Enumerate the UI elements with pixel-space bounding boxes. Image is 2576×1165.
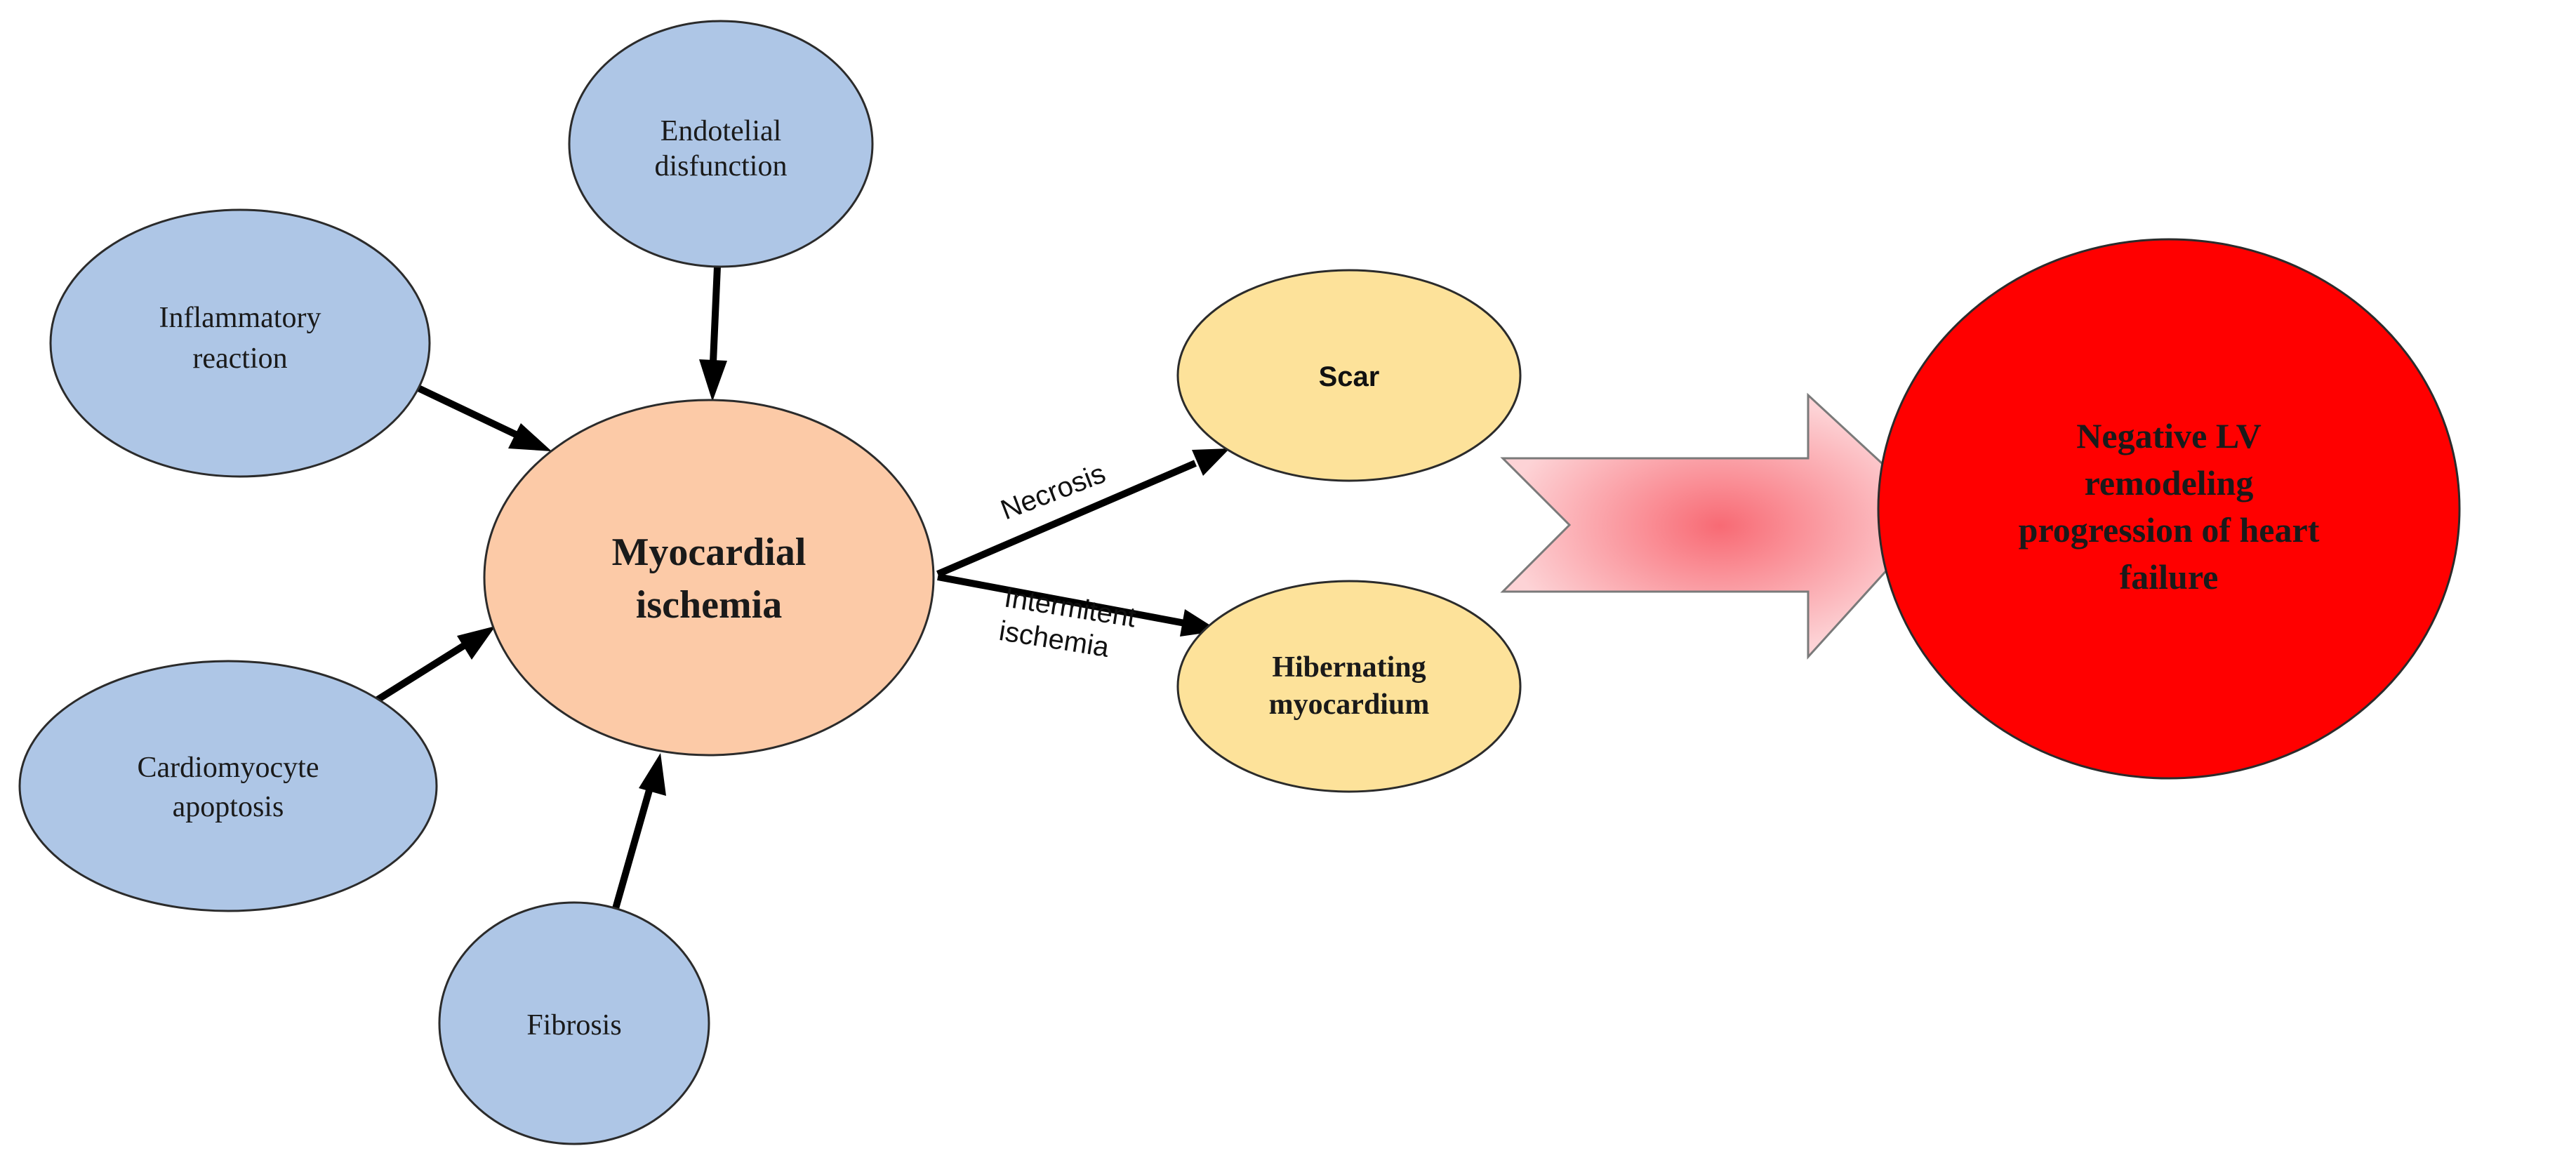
node-ischemia-line2: ischemia bbox=[636, 583, 782, 627]
node-inflammatory-line1: Inflammatory bbox=[159, 302, 321, 334]
node-fibrosis: Fibrosis bbox=[438, 901, 710, 1145]
node-endotelial-line1: Endotelial bbox=[660, 115, 782, 147]
node-apoptosis-line2: apoptosis bbox=[173, 791, 284, 823]
node-endotelial-disfunction: Endotelial disfunction bbox=[568, 20, 874, 268]
node-cardiomyocyte-apoptosis: Cardiomyocyte apoptosis bbox=[18, 660, 438, 912]
node-inflammatory-line2: reaction bbox=[192, 342, 287, 375]
node-scar-label: Scar bbox=[1319, 361, 1380, 392]
node-hibernating-line2: myocardium bbox=[1269, 688, 1430, 721]
node-apoptosis-line1: Cardiomyocyte bbox=[138, 752, 319, 784]
node-remodeling-line4: failure bbox=[2120, 557, 2219, 597]
progression-arrow-shape bbox=[1500, 392, 1939, 660]
node-fibrosis-label: Fibrosis bbox=[526, 1009, 621, 1041]
arrow-ischemia-to-scar bbox=[936, 448, 1230, 578]
arrow-fibrosis-to-ischemia bbox=[609, 753, 666, 922]
node-scar: Scar bbox=[1176, 269, 1522, 482]
node-negative-lv-remodeling: Negative LV remodeling progression of he… bbox=[1877, 238, 2461, 780]
arrow-endotelial-to-ischemia bbox=[699, 266, 727, 401]
node-remodeling-line1: Negative LV bbox=[2076, 416, 2261, 455]
node-remodeling-line2: remodeling bbox=[2085, 463, 2254, 502]
edge-label-intermittent: Intermitent ischemia bbox=[997, 582, 1138, 663]
node-hibernating-myocardium: Hibernating myocardium bbox=[1176, 580, 1522, 793]
node-ischemia-line1: Myocardial bbox=[612, 531, 806, 574]
edge-label-necrosis: Necrosis bbox=[997, 458, 1110, 526]
arrow-apoptosis-to-ischemia bbox=[370, 626, 496, 707]
node-remodeling-line3: progression of heart bbox=[2019, 510, 2320, 550]
node-hibernating-line1: Hibernating bbox=[1272, 651, 1426, 684]
arrow-inflammatory-to-ischemia bbox=[416, 385, 552, 451]
node-endotelial-line2: disfunction bbox=[655, 150, 788, 182]
node-inflammatory-reaction: Inflammatory reaction bbox=[49, 208, 431, 478]
node-myocardial-ischemia: Myocardial ischemia bbox=[483, 399, 935, 757]
